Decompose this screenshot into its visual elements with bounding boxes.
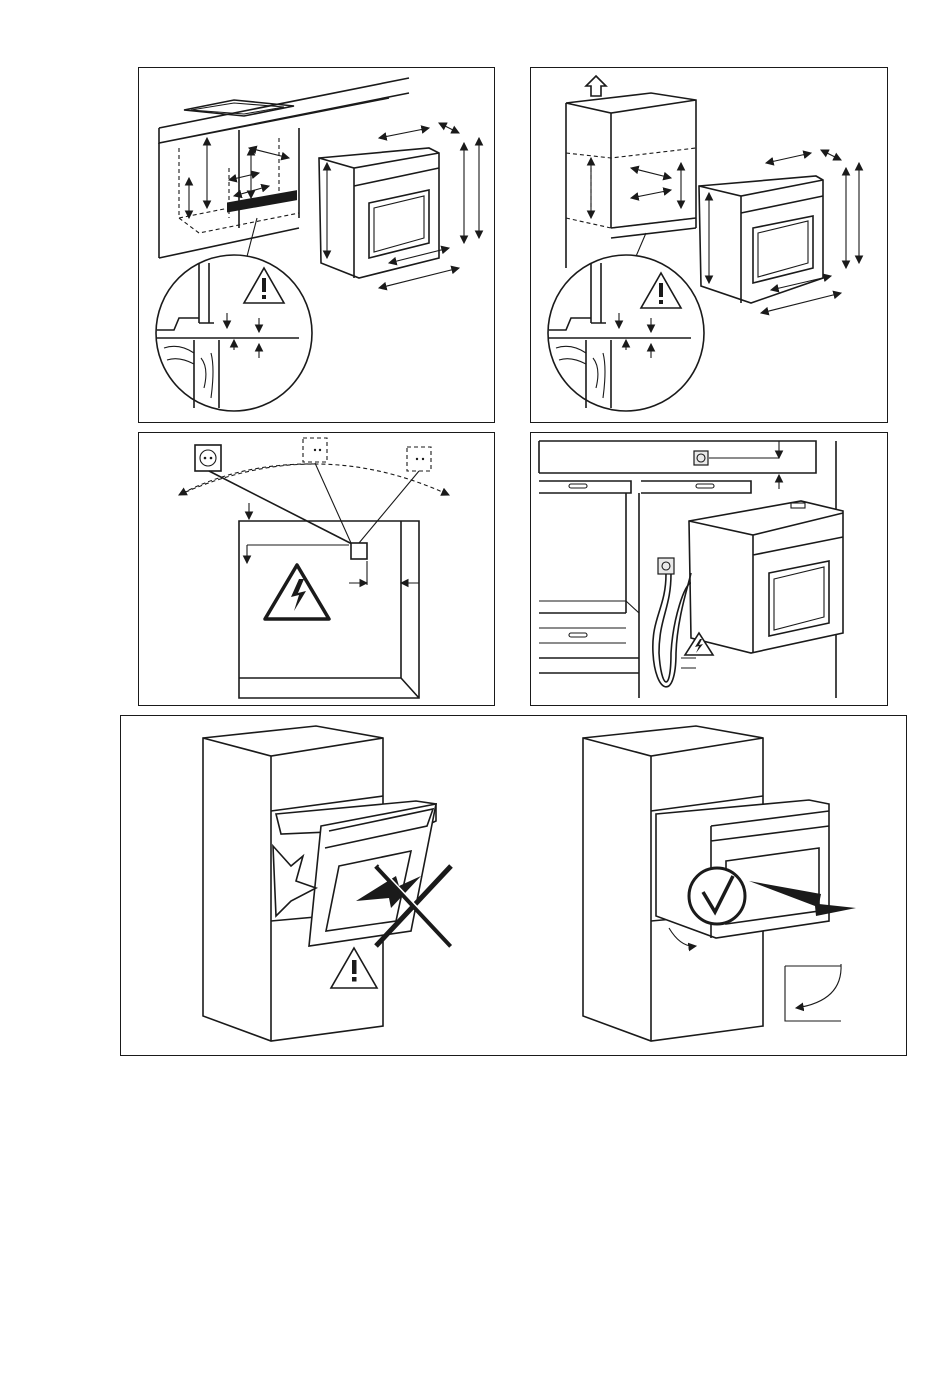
panel-socket-position (138, 432, 495, 706)
correct-installation (583, 726, 856, 1041)
warning-icon (331, 948, 377, 988)
wrong-installation (203, 726, 454, 1041)
cable-diagram (531, 433, 887, 705)
panel-built-in-under-hob (138, 67, 495, 423)
socket-alt-icon (303, 438, 431, 471)
under-hob-diagram (139, 68, 494, 422)
socket-icon (195, 445, 221, 471)
check-icon (689, 868, 745, 924)
panel-door-installation-warning (120, 715, 907, 1056)
electric-warning-icon (265, 565, 329, 619)
panel-cable-connection (530, 432, 888, 706)
door-installation-diagram (121, 716, 906, 1055)
column-diagram (531, 68, 887, 422)
socket-diagram (139, 433, 494, 705)
panel-built-in-column (530, 67, 888, 423)
